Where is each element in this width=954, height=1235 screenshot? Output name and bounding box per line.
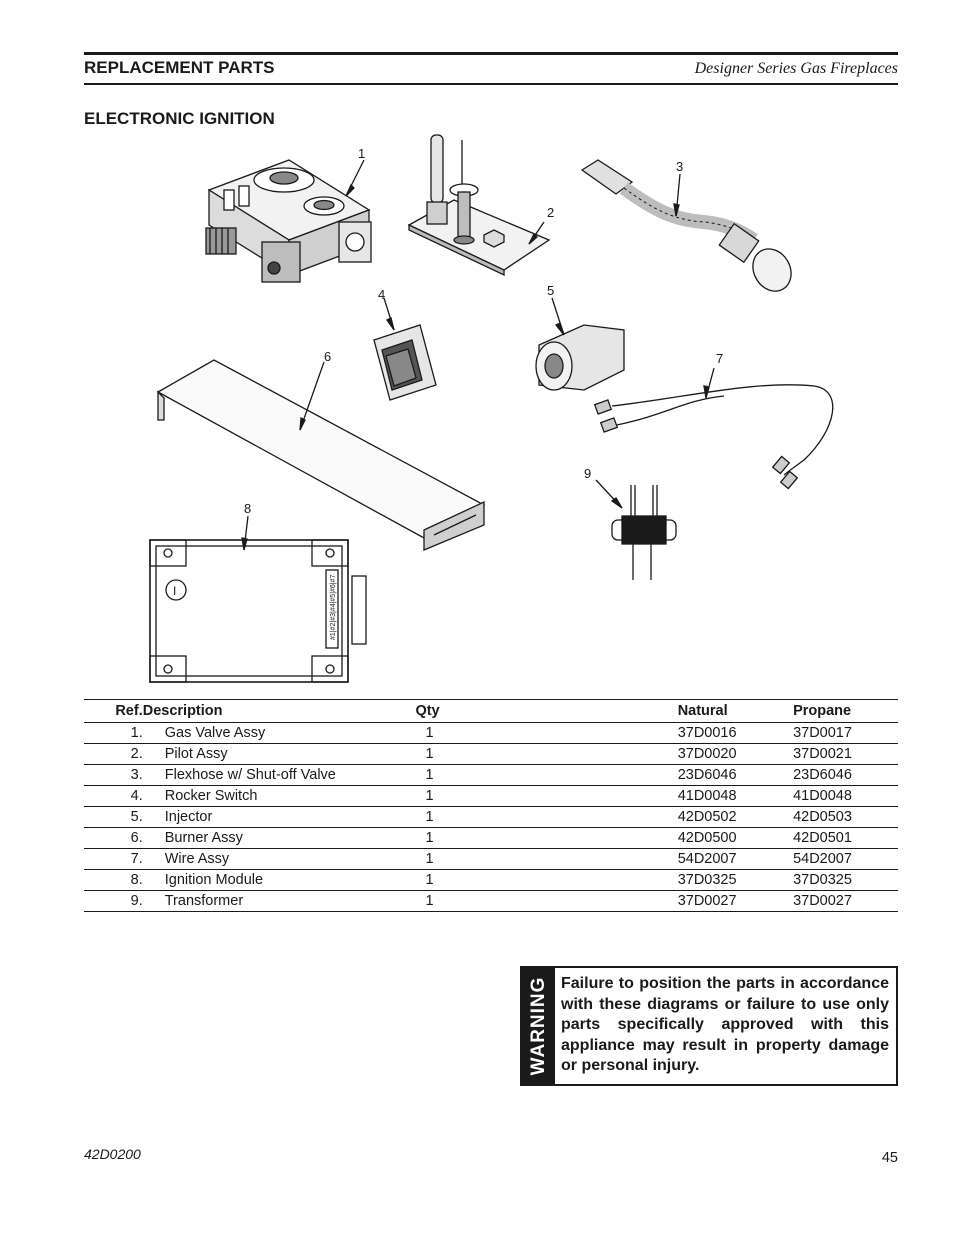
table-row: 1. Gas Valve Assy 1 37D0016 37D0017 xyxy=(84,722,898,744)
row-ref: 6. xyxy=(84,827,143,849)
table-row: 7. Wire Assy 1 54D2007 54D2007 xyxy=(84,848,898,870)
warning-text: Failure to position the parts in accorda… xyxy=(561,975,889,1074)
header-natural: Natural xyxy=(677,699,794,723)
module-symbol: I xyxy=(173,584,176,598)
header-ref: Ref. xyxy=(84,699,143,723)
row-qty: 1 xyxy=(415,848,678,870)
wire-assembly-illustration xyxy=(593,384,834,490)
table-row: 8. Ignition Module 1 37D0325 37D0325 xyxy=(84,869,898,891)
header-bottom-rule xyxy=(84,83,898,85)
row-ref: 9. xyxy=(84,890,143,912)
flexhose-illustration xyxy=(580,159,792,292)
row-natural: 37D0016 xyxy=(677,722,794,744)
row-description: Wire Assy xyxy=(142,848,416,870)
row-natural: 37D0027 xyxy=(677,890,794,912)
row-qty: 1 xyxy=(415,890,678,912)
warning-tab: WARNING xyxy=(522,968,555,1084)
row-qty: 1 xyxy=(415,743,678,765)
row-qty: 1 xyxy=(415,722,678,744)
pilot-assembly-illustration xyxy=(407,134,551,277)
series-title: Designer Series Gas Fireplaces xyxy=(694,60,898,77)
row-ref: 7. xyxy=(84,848,143,870)
document-number: 42D0200 xyxy=(84,1146,141,1162)
row-propane: 42D0501 xyxy=(793,827,898,849)
row-propane: 42D0503 xyxy=(793,806,898,828)
section-title: REPLACEMENT PARTS xyxy=(84,58,275,77)
row-ref: 3. xyxy=(84,764,143,786)
injector-illustration xyxy=(535,324,625,391)
row-qty: 1 xyxy=(415,764,678,786)
callout-6: 6 xyxy=(324,349,331,364)
row-propane: 37D0021 xyxy=(793,743,898,765)
header-top-rule xyxy=(84,52,898,55)
table-row: 5. Injector 1 42D0502 42D0503 xyxy=(84,806,898,828)
row-qty: 1 xyxy=(415,869,678,891)
parts-table: Ref. Description Qty Natural Propane 1. … xyxy=(84,699,898,912)
callout-2: 2 xyxy=(547,205,554,220)
row-ref: 1. xyxy=(84,722,143,744)
row-natural: 42D0500 xyxy=(677,827,794,849)
rocker-switch-illustration xyxy=(373,324,437,401)
parts-diagram: 1 2 3 4 5 6 7 8 9 I #1|#2|#3|#4|#5|#6|#7 xyxy=(149,134,834,683)
table-row: 6. Burner Assy 1 42D0500 42D0501 xyxy=(84,827,898,849)
row-qty: 1 xyxy=(415,827,678,849)
row-description: Pilot Assy xyxy=(142,743,416,765)
row-propane: 41D0048 xyxy=(793,785,898,807)
row-ref: 4. xyxy=(84,785,143,807)
row-qty: 1 xyxy=(415,785,678,807)
row-description: Rocker Switch xyxy=(142,785,416,807)
callout-8: 8 xyxy=(244,501,251,516)
row-ref: 2. xyxy=(84,743,143,765)
row-ref: 5. xyxy=(84,806,143,828)
transformer-illustration xyxy=(611,485,677,580)
table-row: 2. Pilot Assy 1 37D0020 37D0021 xyxy=(84,743,898,765)
row-propane: 37D0027 xyxy=(793,890,898,912)
row-propane: 23D6046 xyxy=(793,764,898,786)
row-propane: 37D0017 xyxy=(793,722,898,744)
page-number: 45 xyxy=(881,1150,898,1166)
callout-7: 7 xyxy=(716,351,723,366)
header-description: Description xyxy=(142,699,416,723)
row-natural: 37D0325 xyxy=(677,869,794,891)
row-description: Gas Valve Assy xyxy=(142,722,416,744)
gas-valve-illustration xyxy=(205,159,372,283)
row-natural: 23D6046 xyxy=(677,764,794,786)
row-natural: 54D2007 xyxy=(677,848,794,870)
table-row: 3. Flexhose w/ Shut-off Valve 1 23D6046 … xyxy=(84,764,898,786)
callout-1: 1 xyxy=(358,146,365,161)
callout-3: 3 xyxy=(676,159,683,174)
table-header-row: Ref. Description Qty Natural Propane xyxy=(84,699,898,723)
row-propane: 37D0325 xyxy=(793,869,898,891)
row-description: Injector xyxy=(142,806,416,828)
row-ref: 8. xyxy=(84,869,143,891)
row-description: Ignition Module xyxy=(142,869,416,891)
warning-box: WARNING Failure to position the parts in… xyxy=(520,966,898,1086)
burner-assembly-illustration xyxy=(156,359,486,551)
table-row: 4. Rocker Switch 1 41D0048 41D0048 xyxy=(84,785,898,807)
header-propane: Propane xyxy=(793,699,898,723)
row-description: Flexhose w/ Shut-off Valve xyxy=(142,764,416,786)
table-row: 9. Transformer 1 37D0027 37D0027 xyxy=(84,890,898,912)
callout-5: 5 xyxy=(547,283,554,298)
row-propane: 54D2007 xyxy=(793,848,898,870)
row-qty: 1 xyxy=(415,806,678,828)
callout-9: 9 xyxy=(584,466,591,481)
row-description: Burner Assy xyxy=(142,827,416,849)
subsection-title: ELECTRONIC IGNITION xyxy=(84,109,275,128)
row-natural: 41D0048 xyxy=(677,785,794,807)
row-natural: 42D0502 xyxy=(677,806,794,828)
ignition-module-illustration xyxy=(149,539,367,683)
row-description: Transformer xyxy=(142,890,416,912)
module-terminals: #1|#2|#3|#4|#5|#6|#7 xyxy=(330,574,337,640)
callout-4: 4 xyxy=(378,287,385,302)
warning-label: WARNING xyxy=(527,976,549,1076)
header-qty: Qty xyxy=(415,699,678,723)
row-natural: 37D0020 xyxy=(677,743,794,765)
